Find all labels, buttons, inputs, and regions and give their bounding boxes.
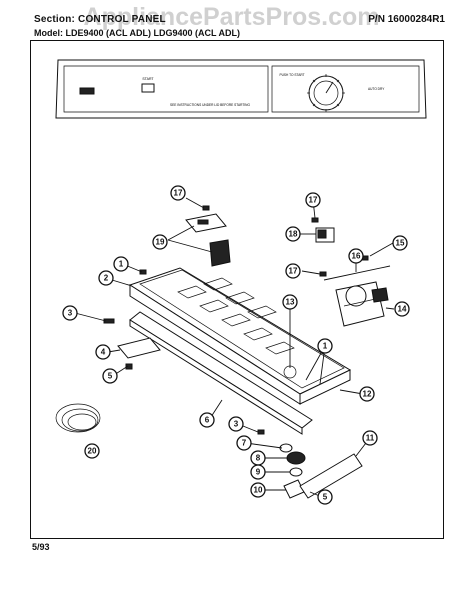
svg-text:12: 12 bbox=[363, 390, 372, 399]
callout-18: 18 bbox=[285, 226, 301, 242]
callout-7: 7 bbox=[236, 435, 252, 451]
rod-part bbox=[323, 265, 391, 281]
console-base-part bbox=[128, 267, 352, 405]
svg-text:15: 15 bbox=[396, 239, 405, 248]
part-number: P/N 16000284R1 bbox=[368, 14, 445, 25]
callout-16: 16 bbox=[348, 248, 364, 264]
svg-text:5: 5 bbox=[108, 372, 113, 381]
callout-14: 14 bbox=[394, 301, 410, 317]
bracket-part bbox=[117, 337, 161, 359]
start-button-label: START bbox=[142, 77, 154, 81]
callout-17-right: 17 bbox=[305, 192, 321, 208]
switch-part bbox=[315, 227, 335, 243]
logo-mark bbox=[79, 87, 95, 95]
svg-text:17: 17 bbox=[309, 196, 318, 205]
svg-text:14: 14 bbox=[398, 305, 407, 314]
svg-text:6: 6 bbox=[205, 416, 210, 425]
knob-assembly-part bbox=[279, 443, 363, 499]
callout-3-left: 3 bbox=[62, 305, 78, 321]
callout-10: 10 bbox=[250, 482, 266, 498]
timer-part bbox=[335, 281, 389, 327]
svg-text:1: 1 bbox=[323, 342, 328, 351]
front-channel-part bbox=[129, 311, 313, 435]
callout-9: 9 bbox=[250, 464, 266, 480]
callout-1-left: 1 bbox=[113, 256, 129, 272]
callout-17-mid: 17 bbox=[285, 263, 301, 279]
callout-1-right: 1 bbox=[317, 338, 333, 354]
svg-text:8: 8 bbox=[256, 454, 261, 463]
section-label: Section: CONTROL PANEL bbox=[34, 14, 166, 25]
callout-6: 6 bbox=[199, 412, 215, 428]
dial-label: AUTO DRY bbox=[368, 87, 385, 91]
svg-text:19: 19 bbox=[156, 238, 165, 247]
callout-19: 19 bbox=[152, 234, 168, 250]
callout-13: 13 bbox=[282, 294, 298, 310]
svg-text:10: 10 bbox=[254, 486, 263, 495]
svg-text:9: 9 bbox=[256, 468, 261, 477]
svg-text:2: 2 bbox=[104, 274, 109, 283]
control-panel-illustration: START SEE INSTRUCTIONS UNDER LID BEFORE … bbox=[55, 59, 427, 119]
start-button bbox=[141, 83, 155, 93]
callout-4: 4 bbox=[95, 344, 111, 360]
svg-text:11: 11 bbox=[366, 434, 375, 443]
svg-text:17: 17 bbox=[289, 267, 298, 276]
svg-text:13: 13 bbox=[286, 298, 295, 307]
callout-2: 2 bbox=[98, 270, 114, 286]
panel-side-label: PUSH TO START bbox=[279, 73, 304, 77]
svg-text:3: 3 bbox=[234, 420, 239, 429]
leader-lines bbox=[74, 197, 395, 498]
footer-date: 5/93 bbox=[32, 542, 50, 552]
callout-15: 15 bbox=[392, 235, 408, 251]
callout-3-bottom: 3 bbox=[228, 416, 244, 432]
callout-5-left: 5 bbox=[102, 368, 118, 384]
callout-11: 11 bbox=[362, 430, 378, 446]
svg-text:18: 18 bbox=[289, 230, 298, 239]
panel-caption: SEE INSTRUCTIONS UNDER LID BEFORE STARTI… bbox=[170, 103, 250, 107]
wire-harness-part bbox=[55, 403, 101, 433]
callout-17-top: 17 bbox=[170, 185, 186, 201]
model-label: Model: LDE9400 (ACL ADL) LDG9400 (ACL AD… bbox=[34, 28, 241, 38]
svg-text:3: 3 bbox=[68, 309, 73, 318]
callout-8: 8 bbox=[250, 450, 266, 466]
diagram-frame bbox=[30, 40, 444, 539]
svg-text:4: 4 bbox=[101, 348, 106, 357]
svg-text:5: 5 bbox=[323, 493, 328, 502]
callout-20: 20 bbox=[84, 443, 100, 459]
switch-cover-part bbox=[185, 213, 231, 267]
screw-hardware bbox=[103, 205, 369, 435]
svg-text:7: 7 bbox=[242, 439, 247, 448]
svg-text:20: 20 bbox=[88, 447, 97, 456]
svg-text:17: 17 bbox=[174, 189, 183, 198]
svg-text:1: 1 bbox=[119, 260, 124, 269]
svg-text:16: 16 bbox=[352, 252, 361, 261]
callout-12: 12 bbox=[359, 386, 375, 402]
callout-5-bottom: 5 bbox=[317, 489, 333, 505]
